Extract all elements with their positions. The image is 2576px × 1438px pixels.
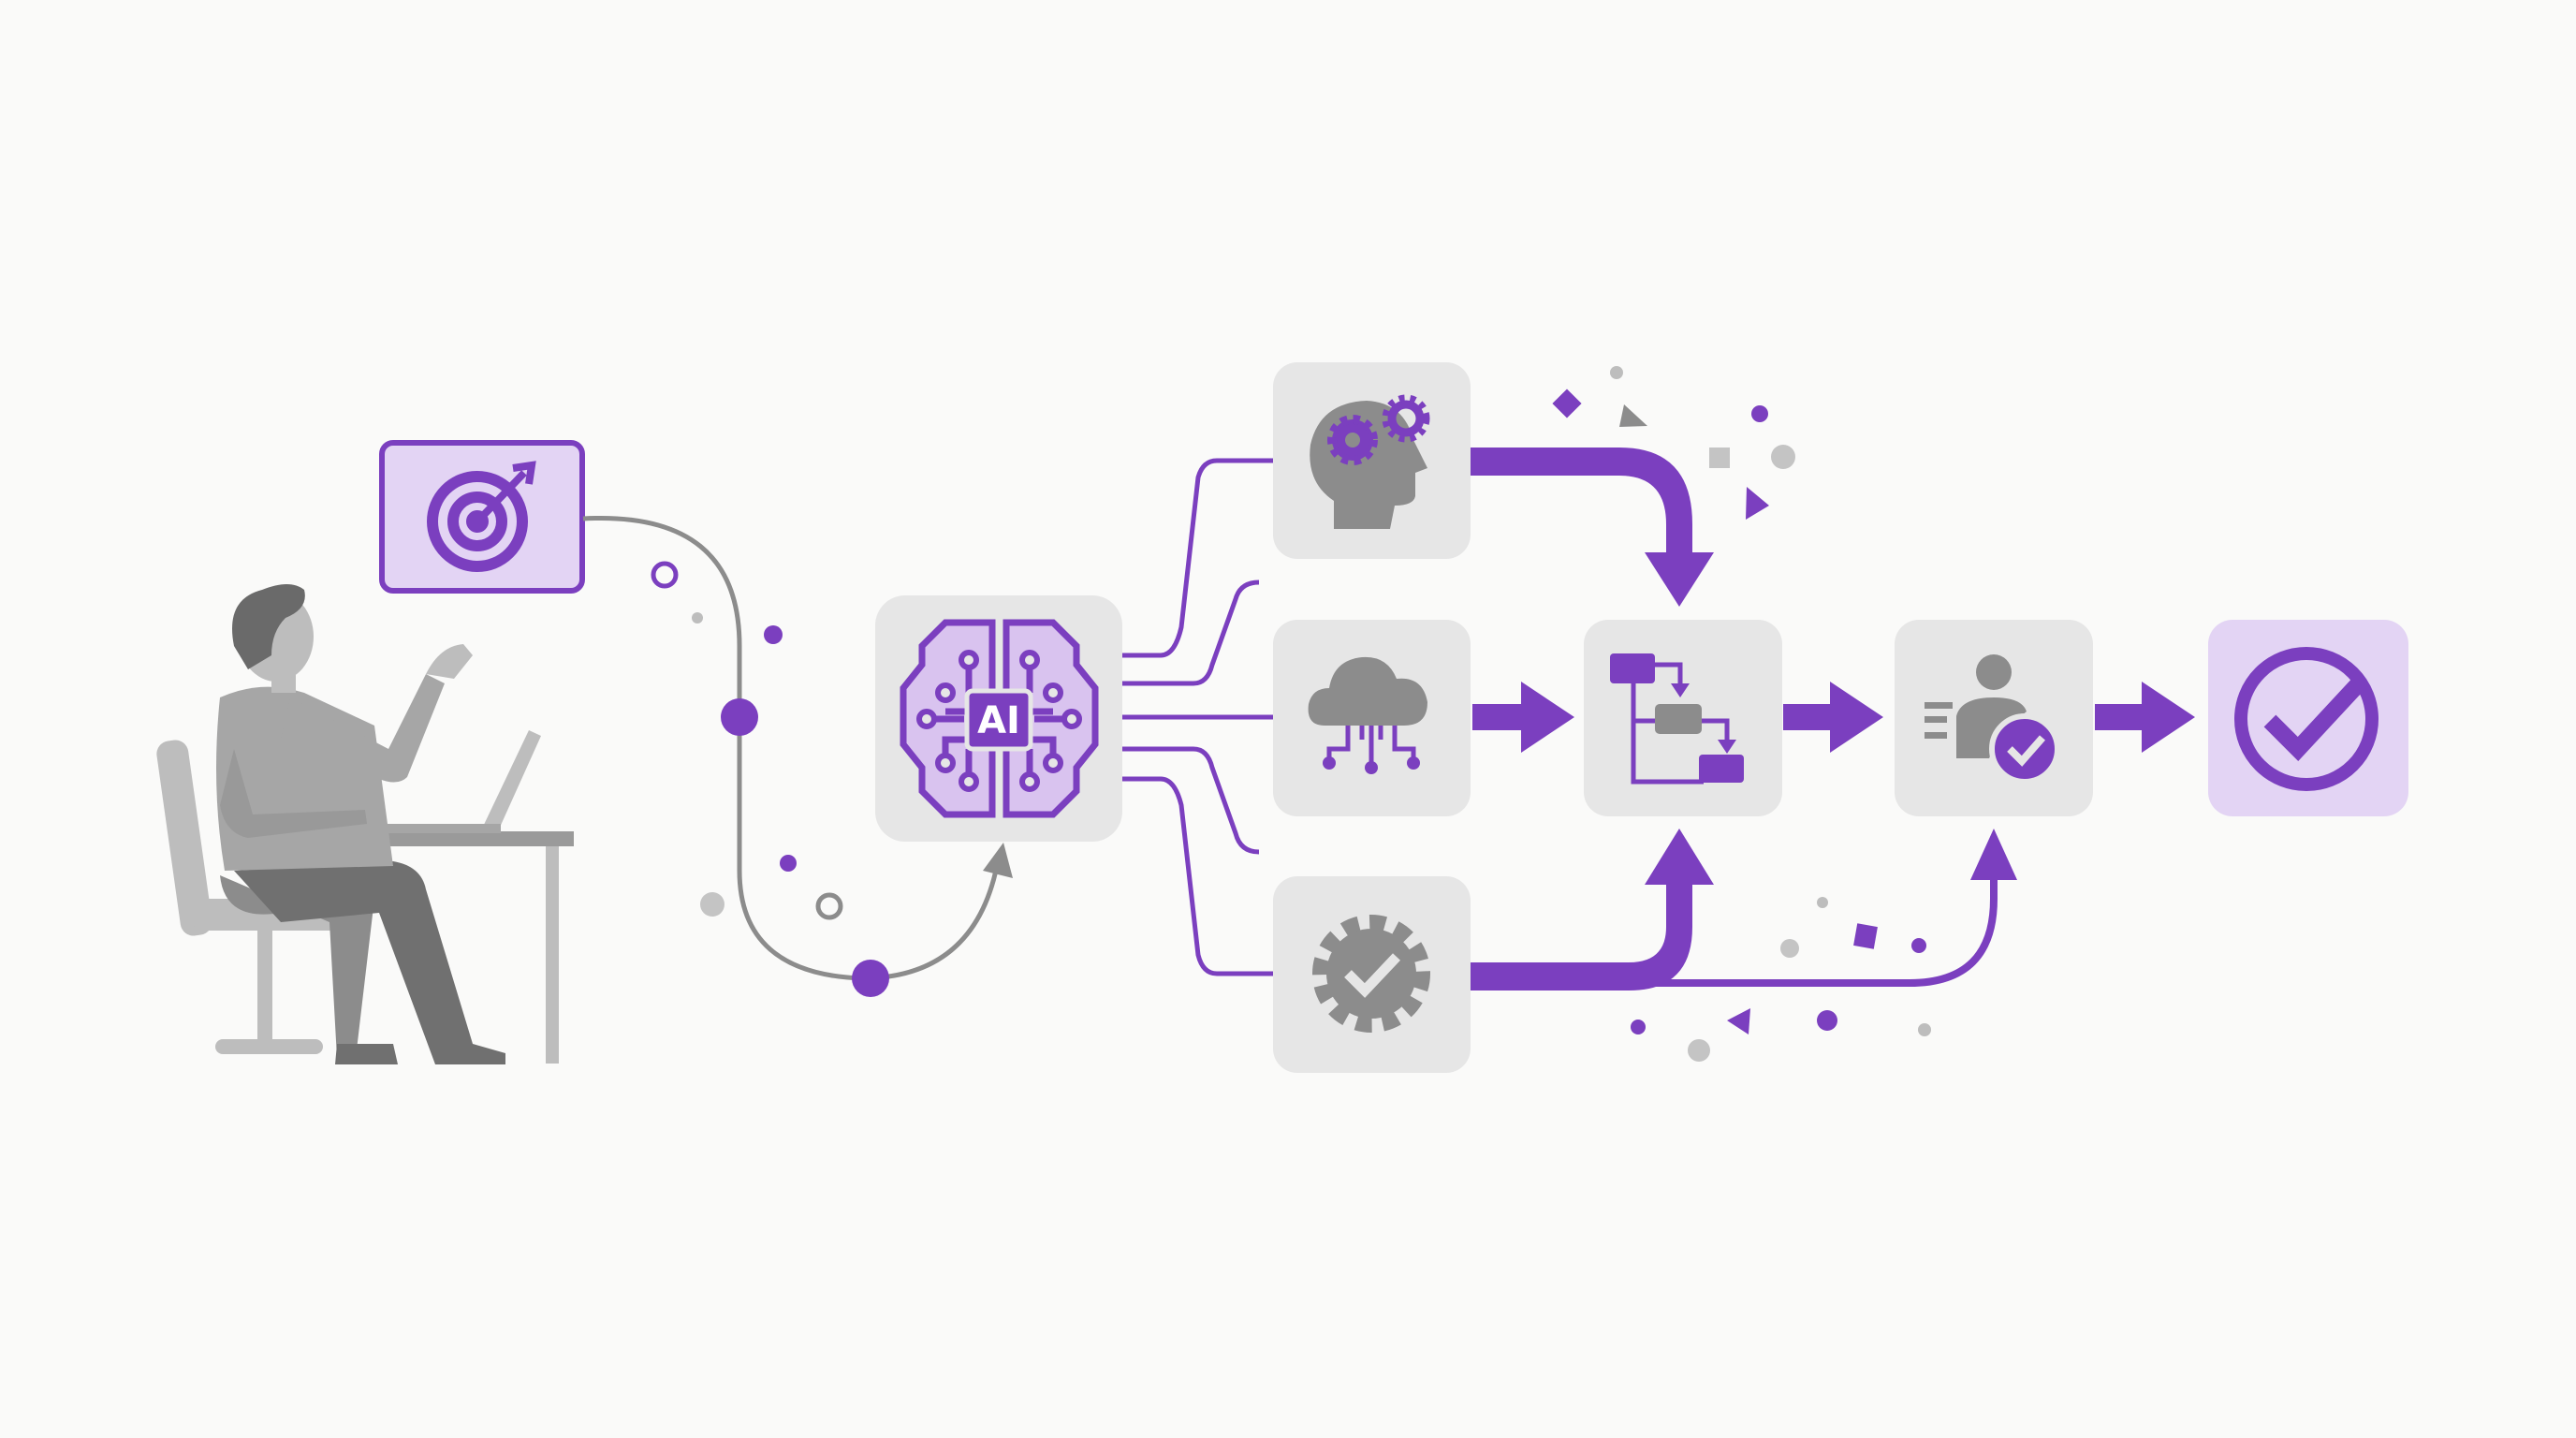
flowchart-tile[interactable]: [1584, 620, 1782, 816]
arrow-head-to-flowchart: [1471, 448, 1692, 557]
gear-check-tile[interactable]: [1273, 876, 1471, 1073]
person-at-laptop-illustration: [156, 584, 574, 1064]
user-check-icon: [1925, 654, 2060, 785]
goal-to-ai-connector: [582, 515, 1000, 981]
check-circle-icon: [2234, 647, 2378, 791]
decorative-dots: [651, 561, 843, 920]
gear-check-icon: [1312, 915, 1430, 1033]
ai-brain-tile[interactable]: AI: [875, 595, 1122, 842]
user-approval-tile[interactable]: [1895, 620, 2093, 816]
arrowhead-icon: [1970, 829, 2017, 880]
arrow-flowchart-to-user: [1783, 682, 1883, 753]
arrow-gear-to-flowchart: [1471, 880, 1692, 990]
arrow-cloud-to-flowchart: [1472, 682, 1574, 753]
arrowhead-icon: [1645, 829, 1714, 885]
flowchart-icon: [1610, 653, 1744, 785]
cloud-network-icon: [1308, 656, 1427, 774]
arrowhead-icon: [1645, 552, 1714, 607]
node-dot: [721, 698, 758, 736]
flow-arrows: [1471, 448, 2195, 990]
ai-label: AI: [977, 699, 1020, 742]
thinking-head-tile[interactable]: [1273, 362, 1471, 559]
ai-brain-icon: [900, 619, 1099, 818]
arrow-gear-to-user: [1471, 875, 1998, 987]
arrowhead-icon: [983, 843, 1013, 878]
goal-target-tile[interactable]: [379, 440, 585, 594]
arrow-user-to-complete: [2095, 682, 2195, 753]
node-dot: [852, 960, 889, 997]
head-gears-icon: [1310, 394, 1430, 529]
completed-tile[interactable]: [2208, 620, 2408, 816]
ai-branch-lines: [1122, 458, 1273, 976]
target-icon: [427, 461, 536, 572]
cloud-network-tile[interactable]: [1273, 620, 1471, 816]
decorative-confetti: [1552, 366, 1931, 1062]
